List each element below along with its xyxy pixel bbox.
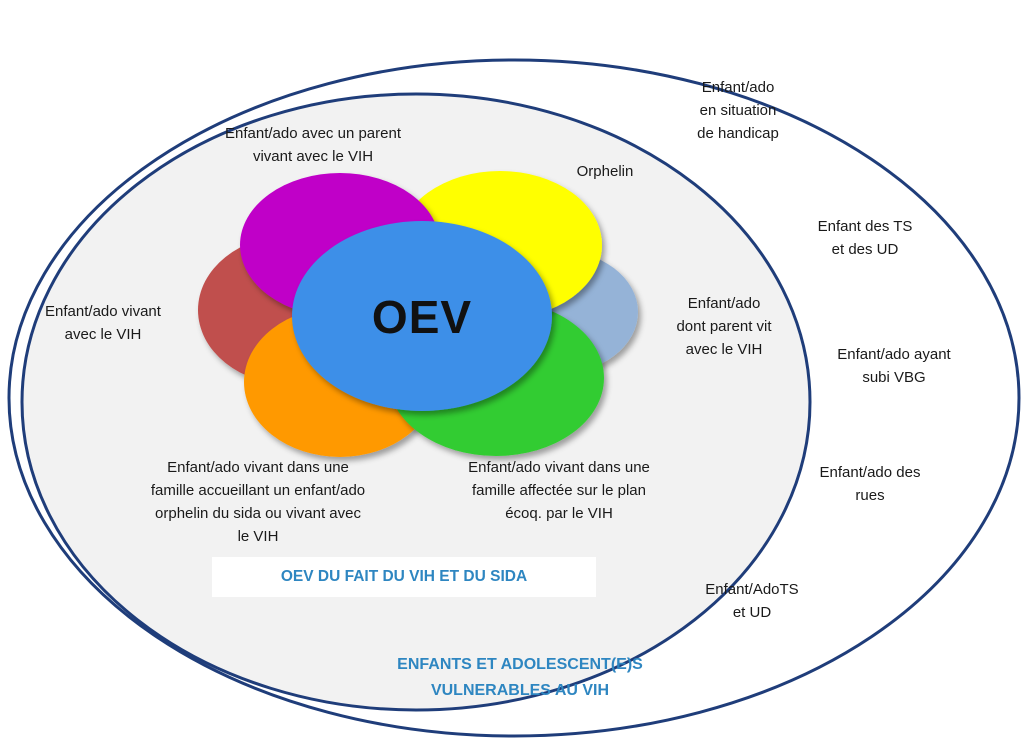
label-vivant-vih: Enfant/ado vivant avec le VIH: [45, 303, 161, 343]
label-vbg: Enfant/ado ayant subi VBG: [837, 346, 951, 386]
inner-title: OEV DU FAIT DU VIH ET DU SIDA: [280, 568, 528, 585]
label-rues: Enfant/ado des rues: [819, 464, 921, 504]
outer-title: ENFANTS ET ADOLESCENT(E)S VULNERABLES AU…: [397, 656, 643, 699]
inner-title-box: OEV DU FAIT DU VIH ET DU SIDA: [212, 557, 596, 597]
label-dont-parent: Enfant/ado dont parent vit avec le VIH: [676, 295, 772, 358]
label-ts-ud: Enfant des TS et des UD: [817, 218, 913, 258]
label-handicap: Enfant/ado en situation de handicap: [697, 79, 779, 142]
center-circle: [292, 221, 552, 411]
label-famille-affectee: Enfant/ado vivant dans une famille affec…: [468, 459, 650, 522]
center-label: OEV: [371, 291, 473, 343]
label-adots: Enfant/AdoTS et UD: [705, 581, 799, 621]
label-famille-accueillant: Enfant/ado vivant dans une famille accue…: [150, 459, 366, 545]
label-orphelin: Orphelin: [576, 163, 634, 180]
label-parent-vih: Enfant/ado avec un parent vivant avec le…: [225, 125, 401, 165]
